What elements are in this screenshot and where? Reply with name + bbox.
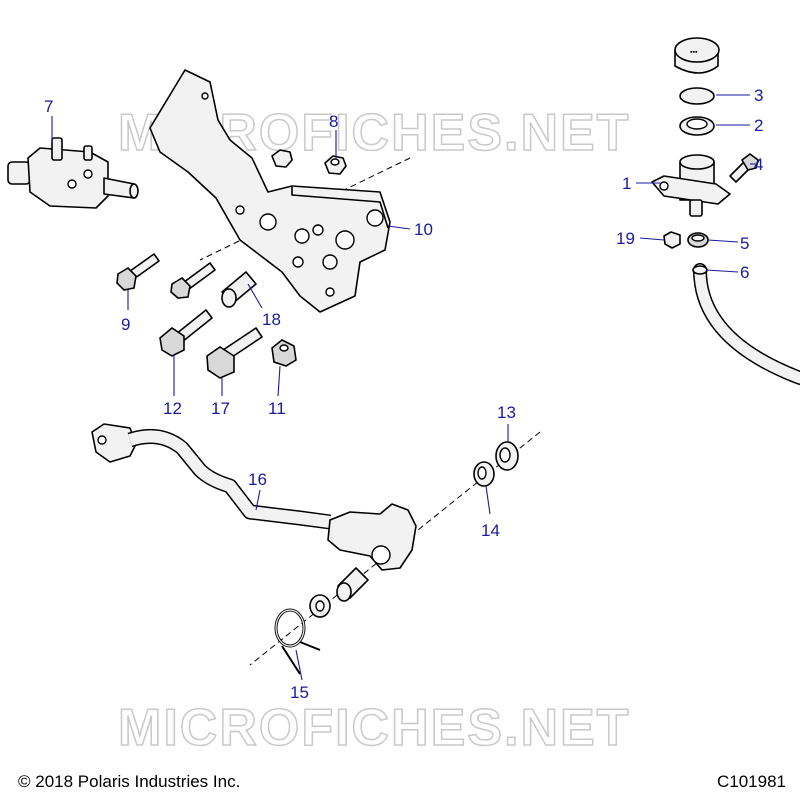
callout-5: 5 — [740, 234, 749, 253]
part-7-master-cylinder[interactable] — [7, 137, 139, 209]
callout-7: 7 — [44, 97, 53, 116]
callout-14: 14 — [481, 521, 500, 540]
part-nut-upper[interactable] — [271, 149, 293, 168]
callout-3: 3 — [754, 86, 763, 105]
part-6-hose[interactable] — [692, 263, 800, 385]
callout-8: 8 — [329, 112, 338, 131]
part-9-bolt[interactable] — [116, 253, 160, 291]
callout-13: 13 — [497, 403, 516, 422]
part-18-sleeve[interactable] — [221, 271, 257, 308]
part-10-pedal-bracket[interactable] — [149, 69, 391, 313]
callout-6: 6 — [740, 263, 749, 282]
callout-16: 16 — [248, 470, 267, 489]
part-5-clamp[interactable] — [687, 232, 709, 248]
callout-2: 2 — [754, 116, 763, 135]
callout-11: 11 — [268, 399, 286, 418]
callout-labels: 7 8 10 9 18 12 17 11 3 2 4 1 19 5 6 13 1… — [44, 86, 763, 702]
diagram-code: C101981 — [716, 772, 786, 791]
part-reservoir-cap[interactable]: ▪▪▪ — [674, 37, 720, 74]
part-19-nut[interactable] — [663, 231, 681, 249]
callout-12: 12 — [163, 399, 182, 418]
callout-9: 9 — [121, 315, 130, 334]
watermark-bottom: MICROFICHES.NET — [118, 699, 630, 757]
callout-19: 19 — [616, 229, 635, 248]
callout-1: 1 — [622, 174, 631, 193]
part-11-nut[interactable] — [271, 339, 297, 367]
assembly-axis-upper — [199, 157, 411, 261]
callout-10: 10 — [414, 220, 433, 239]
part-13-bushing[interactable] — [495, 441, 519, 471]
part-14-bushing[interactable] — [473, 461, 495, 487]
part-3-diaphragm-plate[interactable] — [679, 87, 715, 105]
part-4-screw[interactable] — [729, 153, 759, 183]
part-2-seal[interactable] — [679, 116, 715, 136]
part-16-brake-pedal[interactable] — [91, 423, 417, 571]
part-lower-sleeve[interactable] — [336, 567, 369, 602]
copyright-notice: © 2018 Polaris Industries Inc. — [18, 772, 241, 791]
callout-17: 17 — [211, 399, 230, 418]
callout-18: 18 — [262, 310, 281, 329]
leader-lines — [51, 94, 756, 681]
svg-text:▪▪▪: ▪▪▪ — [690, 49, 698, 56]
part-15-spring-clip[interactable] — [274, 608, 321, 675]
callout-4: 4 — [754, 155, 763, 174]
callout-15: 15 — [290, 683, 309, 702]
part-12-bolt[interactable] — [159, 309, 213, 357]
part-1-reservoir[interactable] — [651, 154, 731, 217]
part-lower-washer[interactable] — [309, 594, 331, 618]
part-17-bolt[interactable] — [206, 327, 263, 379]
part-8-nut[interactable] — [324, 155, 347, 175]
part-bolt-upper[interactable] — [170, 262, 216, 299]
